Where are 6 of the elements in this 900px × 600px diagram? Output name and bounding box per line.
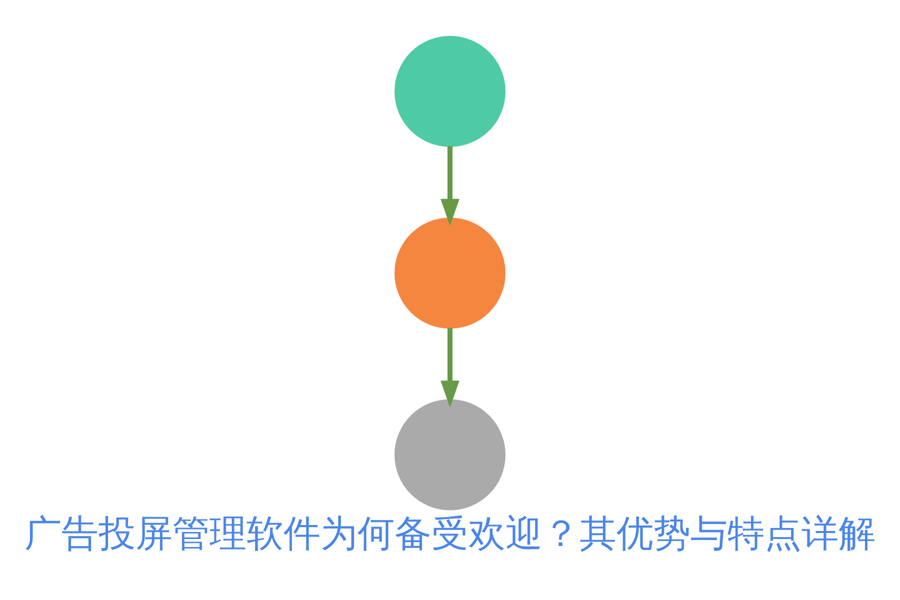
diagram-title: 广告投屏管理软件为何备受欢迎？其优势与特点详解 xyxy=(24,512,876,555)
arrow xyxy=(440,146,460,226)
node-circle xyxy=(394,218,506,329)
node-circle xyxy=(394,399,506,510)
node-circle xyxy=(394,36,506,147)
arrow xyxy=(440,328,460,408)
